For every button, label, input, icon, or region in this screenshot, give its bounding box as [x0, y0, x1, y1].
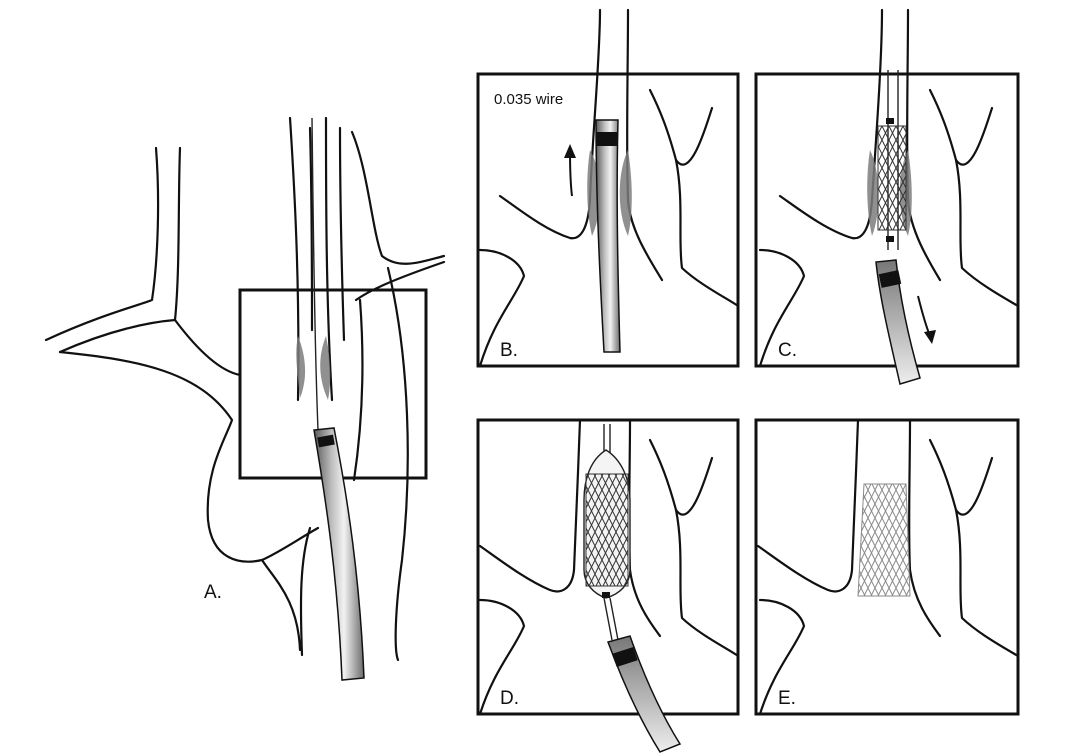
plaque-right [320, 336, 331, 400]
panel-c: C. [754, 8, 1020, 385]
panel-b-branch-right [648, 88, 714, 166]
panel-d-vessel-left [478, 418, 582, 593]
panel-c-marker-top [886, 118, 894, 124]
central-vessel-right-wall [324, 116, 334, 402]
panel-d-marker-bottom [602, 592, 610, 598]
panel-c-arrow-down [917, 295, 931, 337]
panel-c-frame [754, 72, 1020, 368]
plaque-left [296, 336, 306, 398]
panel-label-b: B. [500, 340, 518, 361]
inner-branch-b [338, 126, 346, 342]
panel-d-catheter [607, 635, 682, 753]
left-arch-upper [173, 318, 242, 377]
panel-b-branch-right-wall [674, 158, 740, 308]
catheter-a [313, 427, 365, 681]
panel-d-frame [476, 418, 740, 716]
panel-c-vessel-left [778, 8, 884, 240]
panel-c-lower-left [758, 248, 806, 368]
panel-c-catheter-marker [878, 270, 902, 288]
panel-d-branch-right-wall [674, 508, 740, 658]
panel-b-arrow-up-head [564, 144, 576, 158]
left-branch-vessel-inner [58, 146, 182, 354]
panel-c-stent-crimped [877, 125, 907, 231]
arch-lower-curve [299, 526, 312, 657]
panel-e-branch-right-wall [954, 508, 1020, 658]
right-branch-lower [354, 260, 446, 302]
inner-branch-a [308, 126, 314, 332]
panel-b-vessel-right [626, 8, 664, 282]
panel-c-marker-bottom [886, 236, 894, 242]
panel-b-vessel-left [498, 8, 602, 240]
panel-e-lower-left [758, 598, 806, 716]
panel-c-catheter [875, 259, 921, 385]
panel-e-vessel-left [756, 418, 860, 593]
panel-b-catheter [595, 119, 621, 353]
panel-b-frame [476, 72, 740, 368]
panel-label-e: E. [778, 688, 796, 709]
panel-c-branch-right-wall [954, 158, 1020, 308]
panel-e-vessel-right [908, 418, 942, 638]
panel-b-plaque-right [619, 150, 632, 236]
panel-c-plaque-left [867, 150, 879, 236]
panel-d-catheter-marker [612, 646, 638, 668]
heart-lower-curve [260, 558, 302, 652]
panel-b-lower-left [478, 248, 526, 368]
aortic-arch-outline [58, 350, 320, 563]
guide-wire [311, 117, 319, 431]
panel-e-branch-right [928, 438, 994, 516]
right-branch-upper [350, 130, 446, 265]
panel-e-stent-deployed [857, 483, 911, 597]
descending-aorta-left-wall [352, 298, 364, 482]
catheter-marker-a [317, 434, 335, 448]
panel-c-arrow-down-head [924, 330, 936, 344]
panel-c-vessel-right [906, 8, 942, 282]
panel-e-frame [754, 418, 1020, 716]
panel-d: D. [476, 418, 740, 753]
panel-d-stent-expanded [585, 473, 629, 587]
panel-b-catheter-marker [596, 132, 618, 146]
panel-e: E. [754, 418, 1020, 716]
descending-aorta-right-wall [386, 266, 409, 662]
panel-d-lower-left [478, 598, 526, 716]
panel-c-branch-right [928, 88, 994, 166]
panel-b: 0.035 wire B. [476, 8, 740, 368]
left-branch-vessel [44, 146, 160, 342]
panel-d-wire-bottom [603, 597, 619, 641]
panel-label-c: C. [778, 340, 797, 361]
panel-d-branch-right [648, 438, 714, 516]
panel-label-a: A. [204, 582, 222, 603]
panel-a: A. [44, 116, 446, 681]
panel-label-d: D. [500, 688, 519, 709]
panel-b-wire-label: 0.035 wire [494, 91, 563, 108]
